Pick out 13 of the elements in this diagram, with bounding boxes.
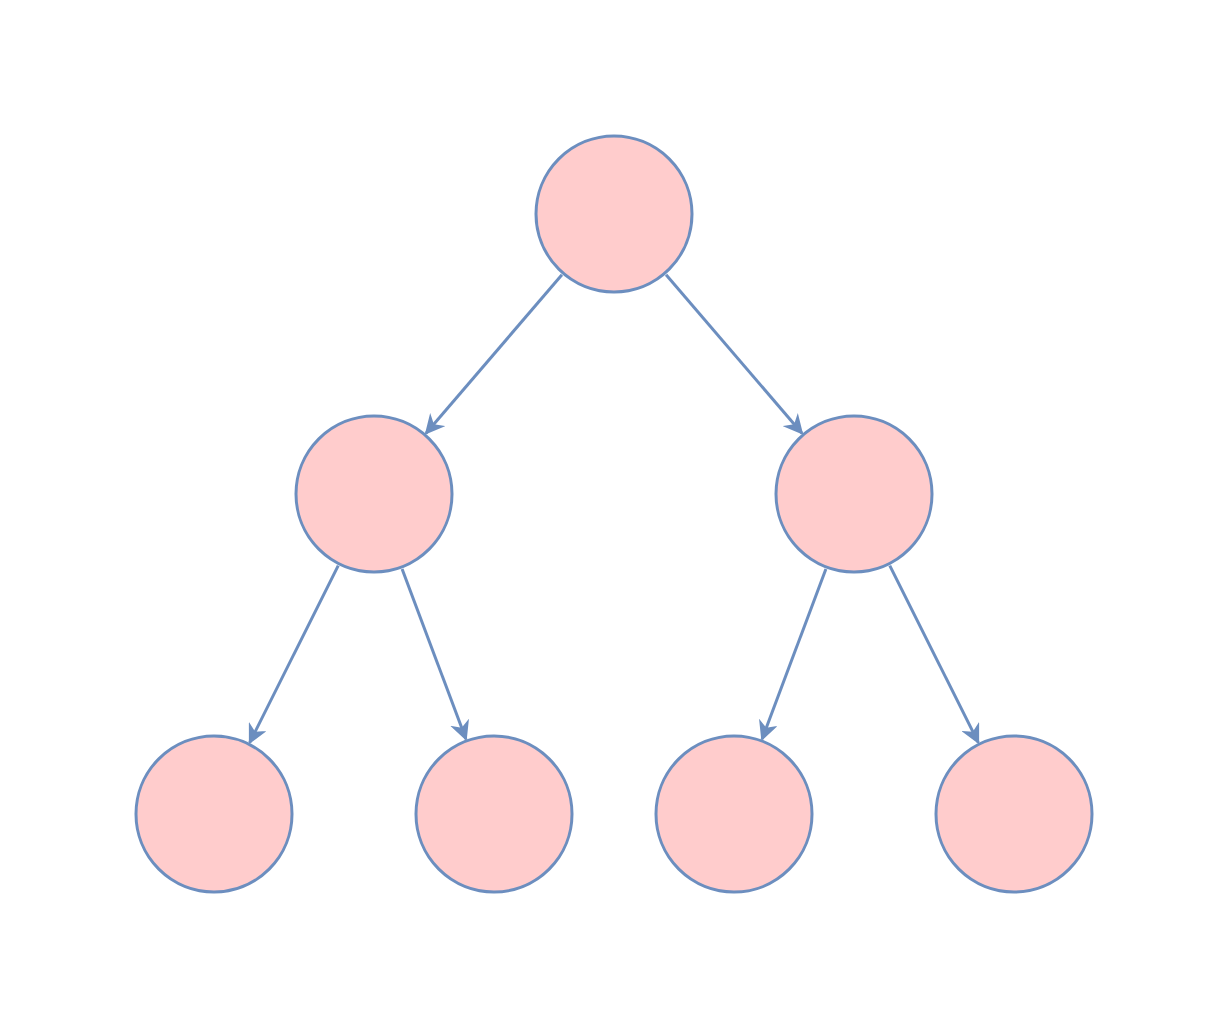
arrow [424,273,564,435]
circle-node [294,414,454,574]
circle-node [934,734,1094,894]
arrow [888,564,980,745]
circle-node [414,734,574,894]
circle-node [534,134,694,294]
arrow [248,564,340,745]
circle-node [774,414,934,574]
arrow [400,568,469,741]
circle-node [654,734,814,894]
arrow [664,273,804,435]
circle-node [134,734,294,894]
arrow [759,568,828,741]
